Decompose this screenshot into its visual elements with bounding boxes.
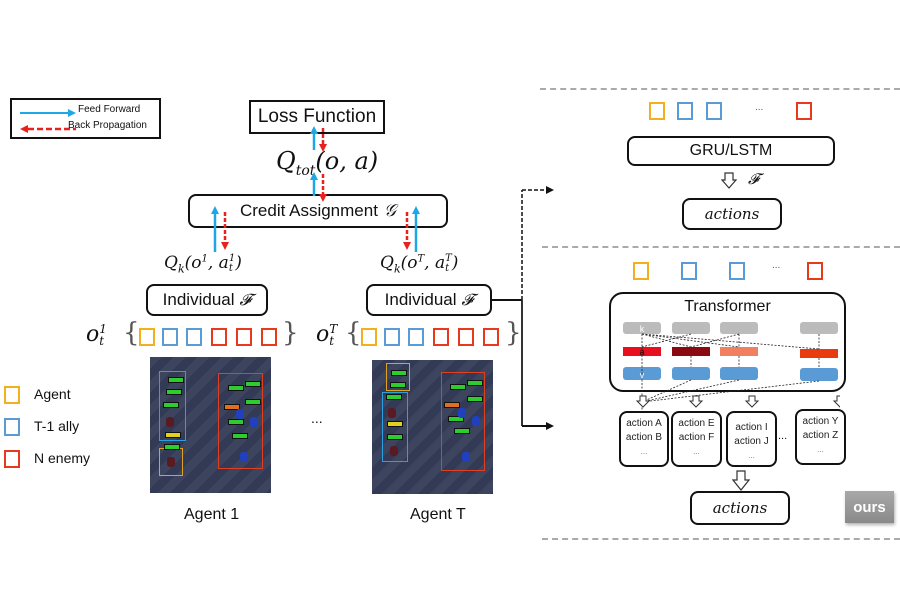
ally-legend-swatch <box>4 418 20 436</box>
ally-token <box>408 328 424 346</box>
down-arrow-icon <box>721 172 737 189</box>
brace-open: { <box>123 318 140 348</box>
arrow-head-icon <box>546 186 554 194</box>
feed-forward-arrow-icon <box>211 126 420 252</box>
ally-token <box>384 328 400 346</box>
action-group: action Y action Z ... <box>795 409 846 465</box>
feed-forward-arrow-icon <box>20 109 76 133</box>
value-vectors <box>623 367 838 381</box>
enemy-legend-label: N enemy <box>34 450 91 466</box>
agent-token <box>649 102 665 120</box>
a-label: a <box>639 347 644 357</box>
ally-region <box>159 371 186 441</box>
credit-symbol: 𝒢 <box>383 201 397 221</box>
individual-box-agent-t: Individual 𝓕 <box>366 284 492 316</box>
down-arrow-icon <box>732 470 750 491</box>
feed-forward-label: Feed Forward <box>78 104 141 115</box>
key-vectors <box>623 322 838 334</box>
agents-ellipsis: ... <box>311 410 323 426</box>
actions-box-bottom: actions <box>690 491 790 525</box>
agent-token <box>139 328 155 346</box>
enemy-token <box>483 328 499 346</box>
action-group: action I action J ... <box>726 411 777 467</box>
agent-t-label: Agent T <box>410 506 466 523</box>
loss-function-label: Loss Function <box>257 106 377 127</box>
ally-token <box>186 328 202 346</box>
attention-vectors <box>623 347 838 358</box>
ally-token <box>729 262 745 280</box>
ally-token <box>162 328 178 346</box>
ours-label: ours <box>853 498 886 516</box>
panel-divider <box>540 88 900 90</box>
loss-function-box: Loss Function <box>249 100 385 134</box>
enemy-token <box>236 328 252 346</box>
gru-lstm-label: GRU/LSTM <box>689 142 773 159</box>
agent-1-game-view <box>150 357 271 493</box>
action-group: action E action F ... <box>671 411 722 467</box>
credit-assignment-label: Credit Assignment <box>239 201 378 220</box>
enemy-token <box>261 328 277 346</box>
back-propagation-label: Back Propagation <box>68 120 147 131</box>
arrow-legend: Feed Forward Back Propagation <box>10 98 161 139</box>
agent-region <box>386 363 410 391</box>
enemy-token <box>433 328 449 346</box>
actions-label: actions <box>704 205 760 223</box>
enemy-region <box>441 372 485 471</box>
individual-label: Individual <box>162 290 235 309</box>
enemy-token <box>211 328 227 346</box>
enemy-legend-swatch <box>4 450 20 468</box>
ours-badge: ours <box>845 491 894 523</box>
brace-close: } <box>505 318 522 348</box>
f-symbol: 𝓕 <box>748 170 760 188</box>
gru-lstm-box: GRU/LSTM <box>627 136 835 166</box>
ally-token <box>706 102 722 120</box>
down-arrow-icons <box>635 395 840 408</box>
ally-region <box>382 392 408 462</box>
individual-label: Individual <box>384 290 457 309</box>
credit-assignment-box: Credit Assignment 𝒢 <box>188 194 448 228</box>
agent-1-label: Agent 1 <box>184 506 240 523</box>
f-symbol: 𝓕 <box>461 290 474 309</box>
v-label: v <box>640 370 645 380</box>
enemy-token <box>807 262 823 280</box>
connector-arrows <box>492 186 554 430</box>
agent-legend-swatch <box>4 386 20 404</box>
enemy-region <box>218 373 263 469</box>
k-label: k <box>640 324 645 334</box>
agent-token <box>361 328 377 346</box>
ally-token <box>681 262 697 280</box>
actions-label: actions <box>712 499 768 517</box>
tokens-ellipsis: ... <box>772 260 781 271</box>
brace-close: } <box>282 318 299 348</box>
enemy-token <box>458 328 474 346</box>
q-tot-label: Qtot(o, a) <box>276 147 379 179</box>
ally-legend-label: T-1 ally <box>34 418 80 434</box>
ally-token <box>677 102 693 120</box>
enemy-token <box>796 102 812 120</box>
action-group: action A action B ... <box>619 411 669 467</box>
agent-t-game-view <box>372 360 493 494</box>
f-symbol: 𝓕 <box>239 290 252 309</box>
tokens-ellipsis: ... <box>755 102 764 113</box>
agent-token <box>633 262 649 280</box>
action-groups-ellipsis: ... <box>778 430 788 442</box>
transformer-label: Transformer <box>684 298 771 315</box>
brace-open: { <box>345 318 362 348</box>
agent-legend-label: Agent <box>34 386 71 402</box>
arrow-head-icon <box>546 422 554 430</box>
panel-divider <box>542 538 900 540</box>
actions-box-top: actions <box>682 198 782 230</box>
individual-box-agent-1: Individual 𝓕 <box>146 284 268 316</box>
panel-divider <box>542 246 900 248</box>
attention-diagram: k a v <box>623 322 838 412</box>
